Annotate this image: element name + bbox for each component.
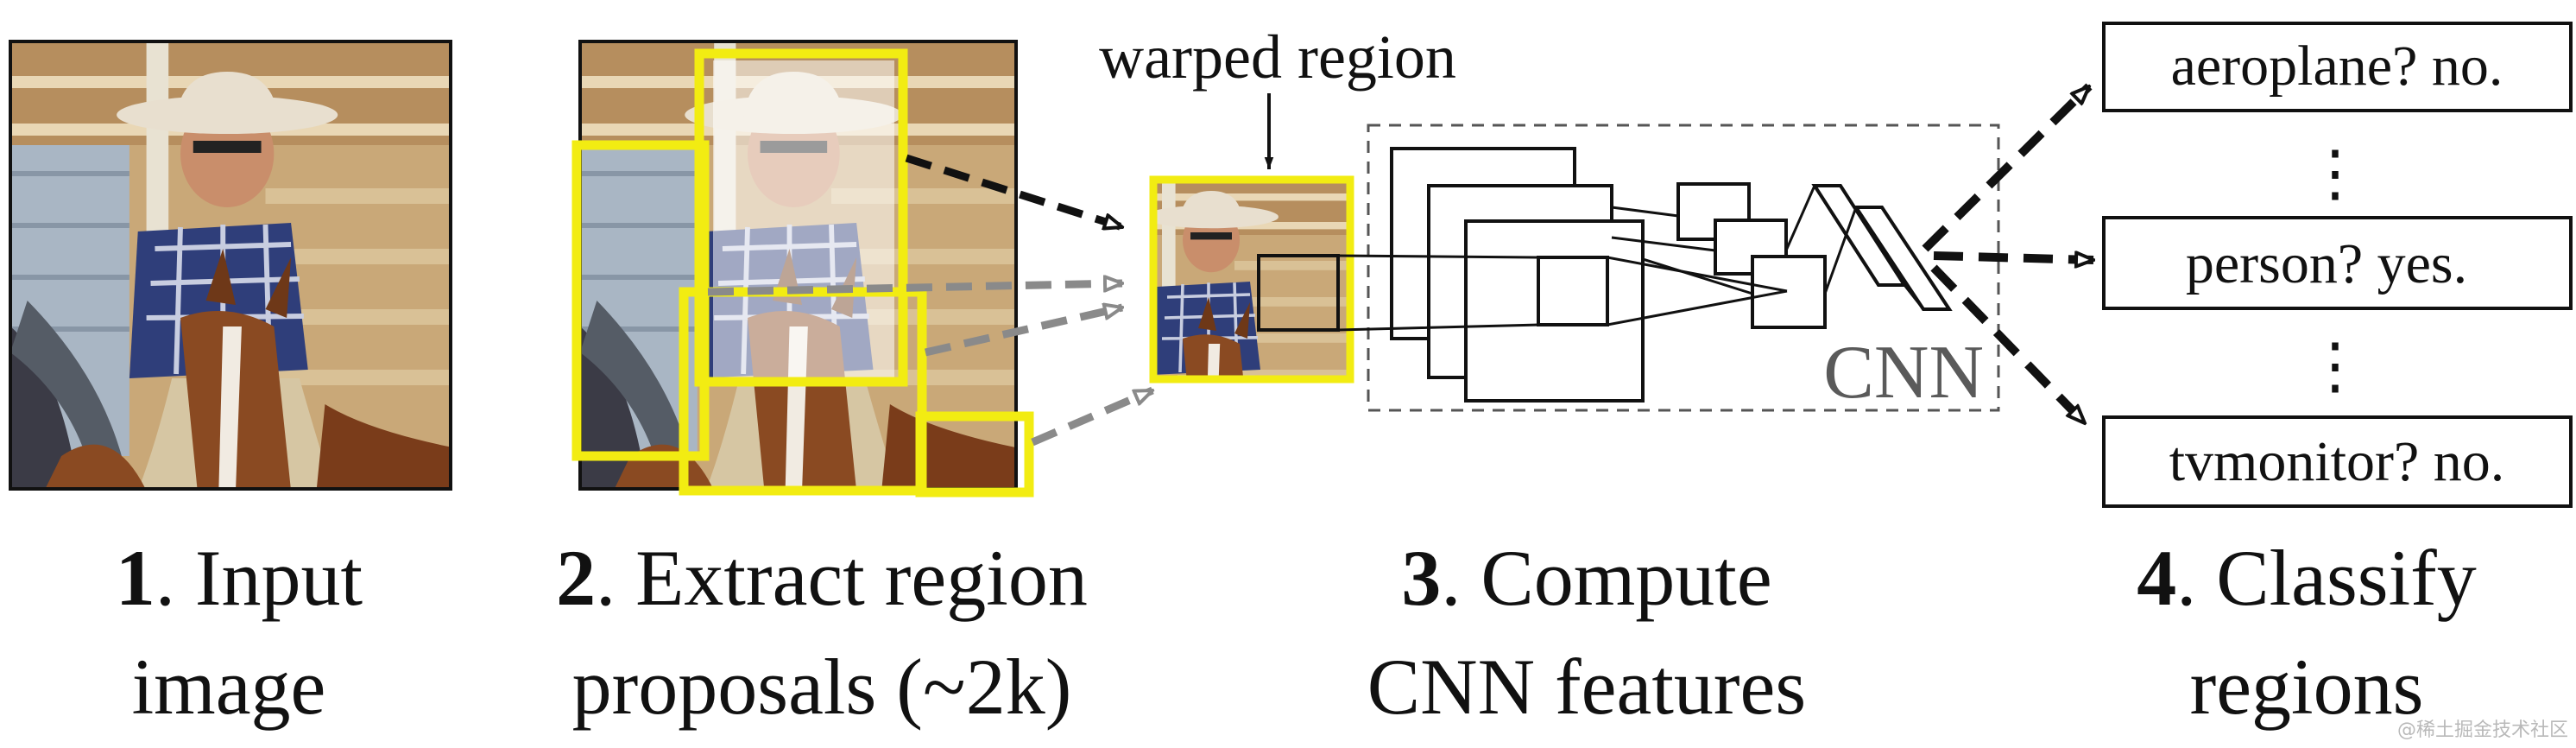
step-title: . Compute xyxy=(1441,534,1771,622)
step-subtitle: CNN features xyxy=(1367,643,1806,731)
cnn-block: CNN xyxy=(1337,124,2000,415)
class-label: tvmonitor? no. xyxy=(2169,430,2505,493)
class-label: aeroplane? no. xyxy=(2171,35,2503,98)
fc-layer xyxy=(1853,206,1953,311)
conv-kernel xyxy=(1537,256,1609,326)
step-number: 2 xyxy=(556,534,596,622)
step-subtitle: image xyxy=(132,643,326,731)
proposal-highlight xyxy=(713,60,894,380)
step-caption-4: 4. Classify regions xyxy=(2137,534,2477,731)
cnn-dashed-box xyxy=(1367,124,2000,412)
step-caption-1: 1. Input image xyxy=(116,534,363,731)
ellipsis: ⋮ xyxy=(2304,332,2366,401)
arrow-horse-to-warp xyxy=(924,307,1122,357)
step-number: 1 xyxy=(116,534,155,622)
arrow-small-to-warp xyxy=(1031,386,1152,447)
cnn-label: CNN xyxy=(1823,331,1984,415)
step-title: . Extract region xyxy=(596,534,1088,622)
step-number: 3 xyxy=(1401,534,1441,622)
warped-region-label: warped region xyxy=(1099,22,1456,92)
arrow-to-aeroplane xyxy=(1922,86,2089,252)
conv-kernel-small xyxy=(1751,255,1827,329)
step-subtitle: proposals (~2k) xyxy=(572,643,1072,731)
step-number: 4 xyxy=(2137,534,2176,622)
proposals-image xyxy=(571,40,1034,498)
proposal-box-person xyxy=(694,48,908,387)
step-caption-2: 2. Extract region proposals (~2k) xyxy=(556,534,1088,731)
step-subtitle: regions xyxy=(2190,643,2424,731)
proposal-arrows xyxy=(707,154,1152,447)
class-label: person? yes. xyxy=(2186,232,2467,295)
class-box-person: person? yes. xyxy=(2102,216,2573,310)
arrow-left-to-warp xyxy=(707,283,1122,296)
warped-region xyxy=(1149,175,1354,384)
ellipsis: ⋮ xyxy=(2304,139,2366,208)
proposal-box-small xyxy=(915,411,1034,498)
arrow-to-person xyxy=(1933,256,2093,260)
svg-text:3. Compute: 3. Compute xyxy=(1401,534,1771,622)
step-caption-3: 3. Compute CNN features xyxy=(1367,534,1806,731)
svg-text:1. Input: 1. Input xyxy=(116,534,363,622)
arrow-to-tvmonitor xyxy=(1930,264,2085,423)
class-arrows xyxy=(1922,86,2093,423)
class-box-aeroplane: aeroplane? no. xyxy=(2102,22,2573,112)
step-title: . Input xyxy=(155,534,363,622)
svg-text:2. Extract region: 2. Extract region xyxy=(556,534,1088,622)
input-image xyxy=(9,40,452,491)
class-box-tvmonitor: tvmonitor? no. xyxy=(2102,415,2573,508)
watermark: @稀土掘金技术社区 xyxy=(2397,719,2568,741)
step-title: . Classify xyxy=(2176,534,2477,622)
proposal-box-left xyxy=(571,140,710,461)
svg-text:4. Classify: 4. Classify xyxy=(2137,534,2477,622)
receptive-window xyxy=(1257,254,1340,332)
